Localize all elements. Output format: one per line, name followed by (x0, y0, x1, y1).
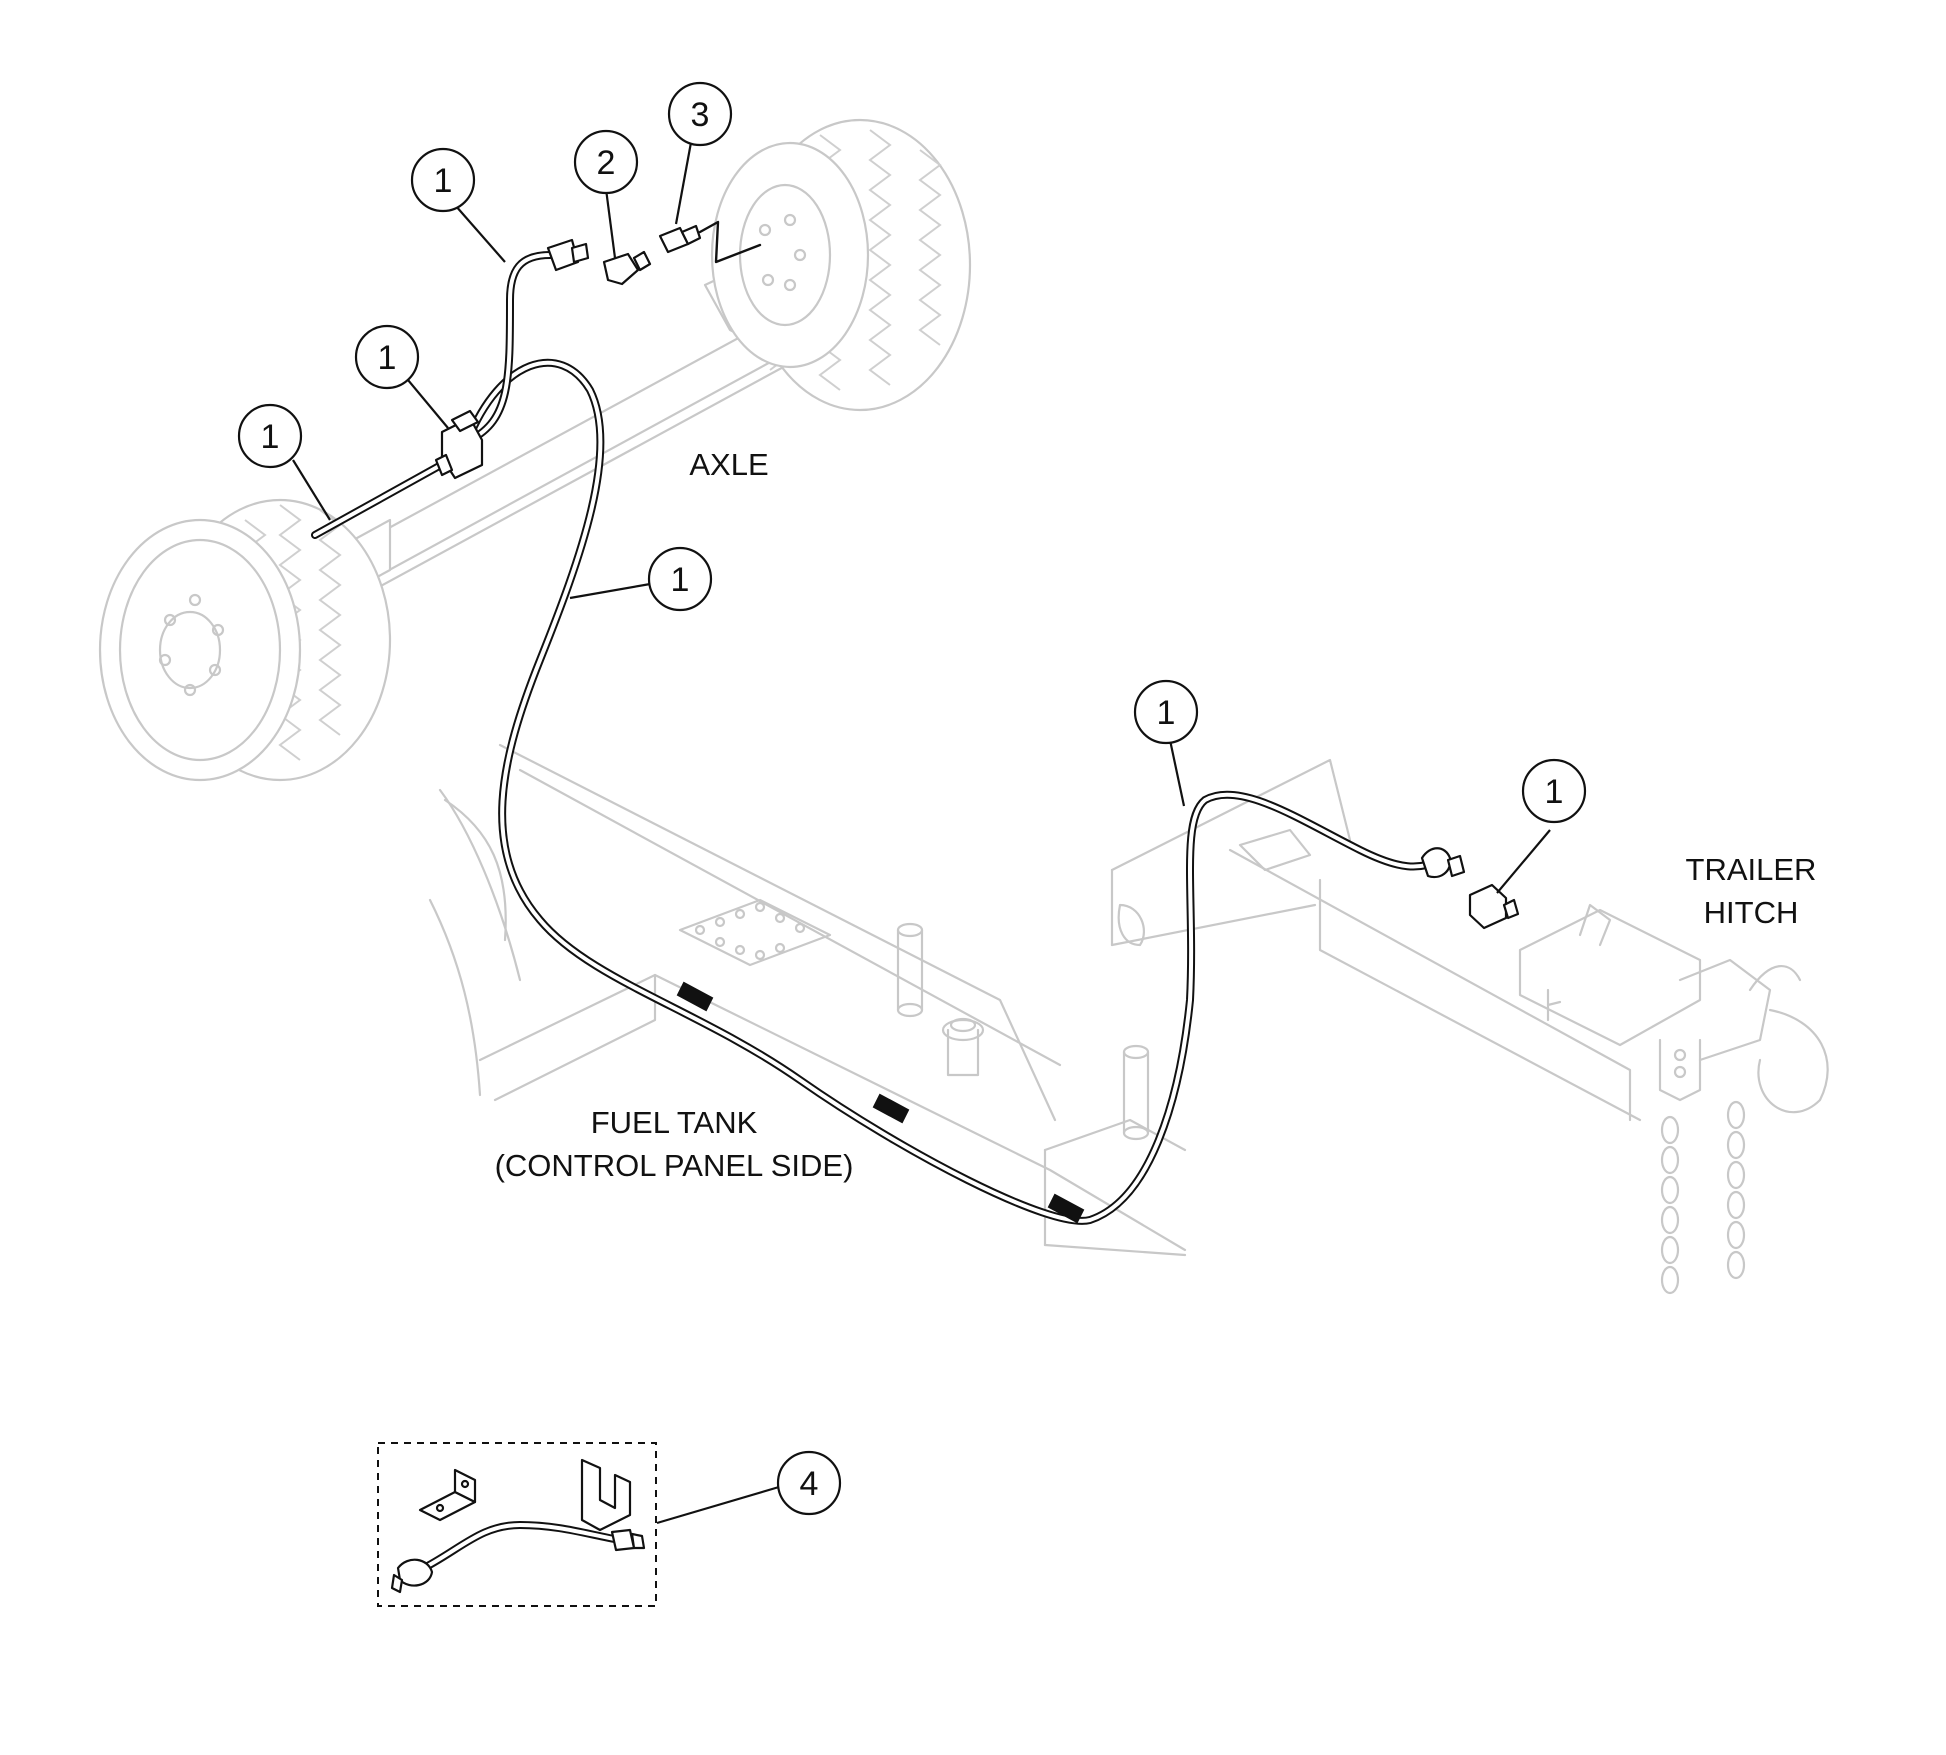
callout-tee-fitting: 1 (354, 324, 420, 390)
trailer-hitch-outline (1110, 758, 1829, 1295)
callout-hitch-fitting-number: 1 (1545, 773, 1564, 811)
callout-tee-fitting-number: 1 (378, 339, 397, 377)
callout-hose-hitch: 1 (1133, 679, 1199, 745)
callout-kit-number: 4 (800, 1465, 819, 1503)
trailer-hitch-label-line1: TRAILER (1686, 852, 1817, 887)
safety-chains (1660, 1100, 1746, 1295)
hitch-fittings (1420, 847, 1520, 930)
fuel-tank-sublabel: (CONTROL PANEL SIDE) (495, 1148, 854, 1183)
callout-fitting-nipple: 3 (667, 81, 733, 147)
kit-bracket-angle (418, 1468, 477, 1522)
callout-hose-main: 1 (647, 546, 713, 612)
brake-hose-upper (466, 251, 554, 444)
callout-hitch-fitting: 1 (1521, 758, 1587, 824)
fuel-tank-outline (428, 743, 1187, 1257)
callout-fitting-nipple-number: 3 (691, 96, 710, 134)
axle-outline (98, 118, 972, 782)
front-wheel (98, 498, 392, 782)
callout-kit: 4 (776, 1450, 842, 1516)
brake-hose-axle (311, 456, 454, 539)
callout-hose-hitch-number: 1 (1157, 694, 1176, 732)
rear-wheel (710, 118, 972, 412)
plate-bolts (694, 901, 806, 961)
hose-sleeves (676, 981, 1085, 1224)
kit-hose (390, 1521, 646, 1594)
leader-lines (292, 136, 1551, 1525)
fuel-tank-label: FUEL TANK (591, 1105, 758, 1140)
callout-fitting-elbow: 2 (573, 129, 639, 195)
axle-label: AXLE (689, 447, 768, 482)
upper-fittings (546, 220, 762, 286)
brake-hose-main (464, 358, 1444, 1225)
callout-hose-main-number: 1 (671, 561, 690, 599)
callout-hose-upper: 1 (410, 147, 476, 213)
kit-clip (580, 1458, 632, 1532)
callout-hose-upper-number: 1 (434, 162, 453, 200)
kit-group (377, 1442, 657, 1607)
trailer-hitch-label-line2: HITCH (1704, 895, 1799, 930)
callout-hose-axle: 1 (237, 403, 303, 469)
callout-fitting-elbow-number: 2 (597, 144, 616, 182)
tee-fitting (434, 409, 484, 480)
callout-hose-axle-number: 1 (261, 418, 280, 456)
